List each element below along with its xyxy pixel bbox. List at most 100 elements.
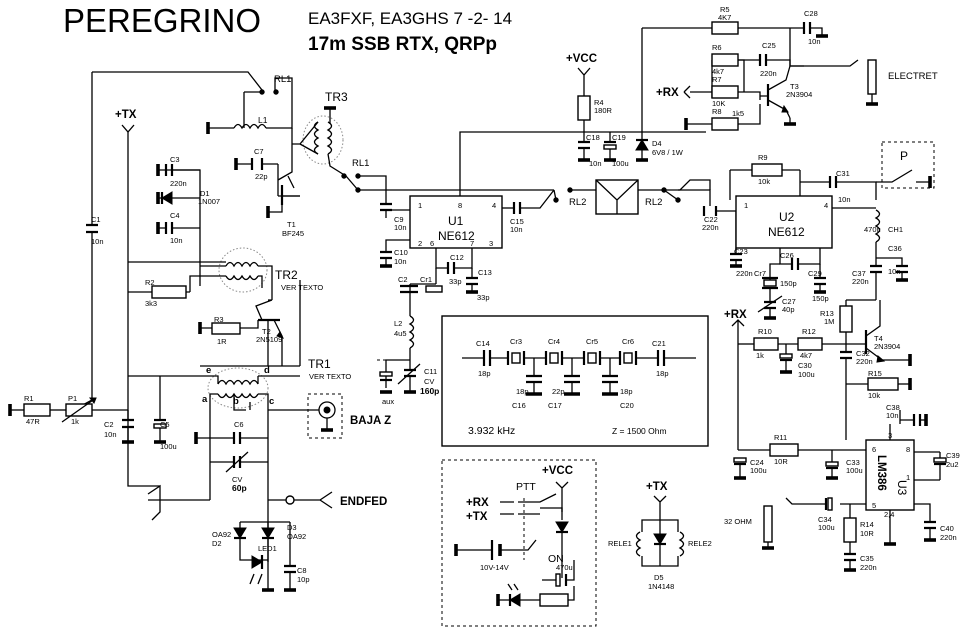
c25-value: 220n <box>760 69 777 78</box>
rl1-mid-label: RL1 <box>352 158 369 169</box>
cv-value: 60p <box>232 483 247 493</box>
tr3-label: TR3 <box>325 90 348 104</box>
cr3-label: Cr3 <box>510 337 522 346</box>
c20-value: 18p <box>620 387 633 396</box>
d4-value: 6V8 / 1W <box>652 148 684 157</box>
c19-value: 100u <box>612 159 629 168</box>
c34-label: C34 <box>818 515 832 524</box>
r15-value: 10k <box>868 391 880 400</box>
cv-label: CV <box>232 475 242 484</box>
c20-label: C20 <box>620 401 634 410</box>
u3-ref: U3 <box>895 480 909 496</box>
d4-label: D4 <box>652 139 662 148</box>
t1-label: T1 <box>287 220 296 229</box>
c15-label: C15 <box>510 217 524 226</box>
d3-value: OA92 <box>287 532 306 541</box>
u3-pin5: 5 <box>872 501 876 510</box>
cr1-label: Cr1 <box>420 275 432 284</box>
c6-label: C6 <box>234 420 244 429</box>
cr7-label: Cr7 <box>754 269 766 278</box>
vcc2-net-label: +VCC <box>542 465 573 477</box>
r6-label: R6 <box>712 43 722 52</box>
aux-label: aux <box>382 397 394 406</box>
cr5-label: Cr5 <box>586 337 598 346</box>
c13-value: 33p <box>477 293 490 302</box>
u3-pin8: 8 <box>906 445 910 454</box>
u2-chip <box>735 195 833 249</box>
c13-label: C13 <box>478 268 492 277</box>
c5-value: 100u <box>160 442 177 451</box>
d1-value: 1N007 <box>198 197 220 206</box>
c16-value: 18p <box>516 387 529 396</box>
c19-label: C19 <box>612 133 626 142</box>
psu-section: +VCC PTT +RX +TX 10V-14V ON 470u <box>441 459 597 627</box>
r9-label: R9 <box>758 153 768 162</box>
c1-value: 10n <box>91 237 104 246</box>
c24-label: C24 <box>750 458 764 467</box>
c3-label: C3 <box>170 155 180 164</box>
c21-label: C21 <box>652 339 666 348</box>
rl2-left-label: RL2 <box>569 197 586 208</box>
u2-pin1: 1 <box>744 201 748 210</box>
schematic-subtitle: 17m SSB RTX, QRPp <box>308 34 497 55</box>
c12-label: C12 <box>450 253 464 262</box>
rl2-right-label: RL2 <box>645 197 662 208</box>
r10-value: 1k <box>756 351 764 360</box>
c7-label: C7 <box>254 147 264 156</box>
c14-value: 18p <box>478 369 491 378</box>
d2-value: OA92 <box>212 530 231 539</box>
u2-pin4: 4 <box>824 201 828 210</box>
l1-label: L1 <box>258 115 268 125</box>
r11-label: R11 <box>774 433 787 442</box>
filter-frequency: 3.932 kHz <box>468 425 515 437</box>
c14-label: C14 <box>476 339 490 348</box>
c34-value: 100u <box>818 523 835 532</box>
r4-value: 180R <box>594 106 613 115</box>
c33-value: 100u <box>846 466 863 475</box>
r5-value: 4K7 <box>718 13 731 22</box>
left-section: RL1 L1 C7 22p T1 BF245 C3 220n D1 1N007 <box>8 71 391 592</box>
u1-pin6: 6 <box>430 239 434 248</box>
r6-value: 4k7 <box>712 67 724 76</box>
r2-value: 3k3 <box>145 299 157 308</box>
c21-value: 18p <box>656 369 669 378</box>
c30-label: C30 <box>798 361 812 370</box>
u1-pin1: 1 <box>418 201 422 210</box>
vcc-net-label: +VCC <box>566 53 597 65</box>
r3-label: R3 <box>214 315 224 324</box>
c2-label: C2 <box>104 420 114 429</box>
tr1-note: VER TEXTO <box>309 372 351 381</box>
t2-value: 2N5109 <box>256 335 282 344</box>
c40-value: 220n <box>940 533 957 542</box>
c2-value: 10n <box>104 430 117 439</box>
rx-right-net-label: +RX <box>724 309 747 321</box>
tx-net-label: +TX <box>115 109 137 121</box>
u2-section: R9 10k C22 220n U2 NE612 1 4 C23 220n C3… <box>702 141 935 320</box>
ptt-label: PTT <box>516 481 536 493</box>
t3-label: T3 <box>790 82 799 91</box>
endfed-label: ENDFED <box>340 496 387 508</box>
c18-label: C18 <box>586 133 600 142</box>
c24-value: 100u <box>750 466 767 475</box>
rele2-label: RELE2 <box>688 539 712 548</box>
d3-label: D3 <box>287 523 297 532</box>
c31-value: 10n <box>838 195 851 204</box>
c15-value: 10n <box>510 225 523 234</box>
filter-impedance: Z = 1500 Ohm <box>612 426 667 436</box>
t4-label: T4 <box>874 334 883 343</box>
u1-section: U1 NE612 1 8 4 2 6 7 3 C9 10n C10 10n C1… <box>374 131 706 406</box>
schematic-authors: EA3FXF, EA3GHS 7 -2- 14 <box>308 9 512 28</box>
c11-farad: 160p <box>420 386 439 396</box>
d5-value: 1N4148 <box>648 582 674 591</box>
cr6-label: Cr6 <box>622 337 634 346</box>
mic-amp-section: R5 4K7 C28 10n R6 4k7 C25 220n ELECTRET … <box>642 5 938 131</box>
c29-value: 150p <box>812 294 829 303</box>
c40-label: C40 <box>940 524 954 533</box>
rl1-top-label: RL1 <box>274 74 291 85</box>
c17-value: 22p <box>552 387 565 396</box>
ohm32-label: 32 OHM <box>724 517 752 526</box>
r14-value: 10R <box>860 529 874 538</box>
u1-pin7: 7 <box>470 239 474 248</box>
l2-value: 4u5 <box>394 329 407 338</box>
